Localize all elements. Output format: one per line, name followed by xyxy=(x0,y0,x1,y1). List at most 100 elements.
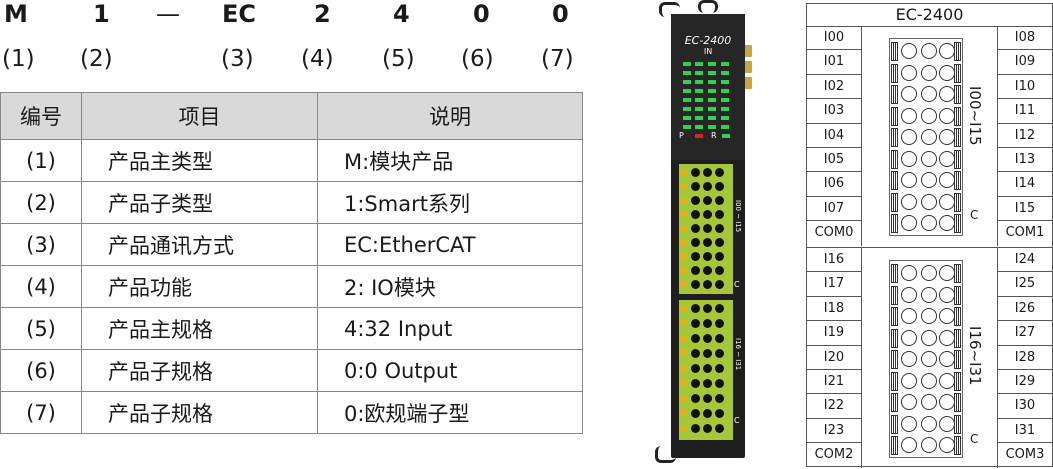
terminal-lever xyxy=(680,239,687,245)
terminal-label: I16 xyxy=(807,248,862,273)
status-led xyxy=(695,107,703,111)
terminal-lever-icon xyxy=(954,436,961,455)
code-char-function: 2 xyxy=(314,0,331,28)
terminal-lever-icon xyxy=(954,85,961,104)
terminal-lever-icon xyxy=(891,85,898,104)
terminal-lever xyxy=(680,305,687,311)
terminal-lever-icon xyxy=(891,307,898,326)
terminal-lever-icon xyxy=(891,436,898,455)
spec-table: 编号 项目 说明 (1) 产品主类型 M:模块产品 (2) 产品子类型 1:Sm… xyxy=(0,92,583,434)
terminal-hole-icon xyxy=(921,329,937,346)
terminal-label: I29 xyxy=(997,370,1052,395)
terminal-label: I02 xyxy=(807,74,862,100)
code-dash: — xyxy=(156,0,180,28)
status-led xyxy=(708,125,716,129)
row-desc: 0:欧规端子型 xyxy=(317,391,583,434)
terminal-hole xyxy=(715,238,724,247)
terminal-hole xyxy=(715,252,724,261)
status-led xyxy=(721,107,729,111)
terminal-hole-icon xyxy=(939,215,955,231)
terminal-hole-icon xyxy=(921,215,937,231)
terminal-hole-icon xyxy=(921,415,937,432)
terminal-hole-icon xyxy=(939,86,955,102)
terminal-hole xyxy=(691,409,700,418)
terminal-lever xyxy=(680,281,687,287)
terminal-hole-icon xyxy=(939,150,955,167)
status-led xyxy=(708,80,716,84)
status-led xyxy=(721,116,729,120)
terminal-hole-icon xyxy=(921,193,937,210)
row-item: 产品子规格 xyxy=(81,349,318,392)
status-led xyxy=(708,71,716,75)
status-led xyxy=(683,98,691,102)
spec-header-row: 编号 项目 说明 xyxy=(0,92,583,140)
header-number: 编号 xyxy=(0,92,82,140)
terminal-lever-icon xyxy=(891,171,898,190)
terminal-hole xyxy=(715,196,724,205)
table-row: (1) 产品主类型 M:模块产品 xyxy=(0,139,583,182)
code-num-2: (2) xyxy=(80,46,113,72)
terminal-label: I18 xyxy=(807,296,862,322)
status-led xyxy=(721,71,729,75)
terminal-block-1 xyxy=(679,164,733,294)
terminal-label: I22 xyxy=(807,394,862,419)
terminal-label: COM1 xyxy=(997,221,1052,246)
terminal-label: I06 xyxy=(807,172,862,197)
terminal-label: I28 xyxy=(997,345,1052,370)
terminal-hole xyxy=(703,196,712,205)
terminal-hole-icon xyxy=(939,308,955,324)
terminal-label: COM2 xyxy=(807,443,862,468)
row-desc: 0:0 Output xyxy=(317,349,583,392)
top-clip xyxy=(698,0,718,13)
terminal-hole-icon xyxy=(921,286,937,303)
terminal-hole-icon xyxy=(921,64,937,81)
terminal-hole xyxy=(715,280,724,289)
status-led xyxy=(683,80,691,84)
row-desc: 1:Smart系列 xyxy=(317,181,583,224)
terminal-hole-icon xyxy=(901,215,917,231)
terminal-label: I03 xyxy=(807,99,862,124)
terminal-lever-icon xyxy=(891,42,898,61)
top-c-label: C xyxy=(970,208,979,222)
wiring-title: EC-2400 xyxy=(807,4,1052,27)
status-led xyxy=(683,125,691,129)
terminal-hole xyxy=(703,224,712,233)
row-item: 产品通讯方式 xyxy=(81,223,318,266)
device-body: EC-2400 IN P R I00 ~ I15 C I16 ~ I31 C xyxy=(671,14,745,458)
status-led xyxy=(721,98,729,102)
terminal-hole xyxy=(703,252,712,261)
table-row: (4) 产品功能 2: IO模块 xyxy=(0,265,583,308)
terminal-hole-icon xyxy=(921,308,937,324)
terminal-lever xyxy=(680,395,687,401)
terminal-lever xyxy=(680,335,687,341)
terminal-hole xyxy=(703,304,712,313)
terminal-hole xyxy=(703,210,712,219)
terminal-lever xyxy=(680,380,687,386)
row-desc: M:模块产品 xyxy=(317,139,583,182)
terminal-lever-icon xyxy=(954,393,961,412)
terminal-hole xyxy=(715,424,724,433)
status-led xyxy=(708,107,716,111)
terminal-hole xyxy=(691,394,700,403)
terminal-lever xyxy=(680,365,687,371)
terminal-hole xyxy=(691,424,700,433)
terminal-lever-icon xyxy=(891,106,898,126)
terminal-lever-icon xyxy=(954,350,961,369)
terminal-hole-icon xyxy=(921,129,937,145)
terminal-block-drawing xyxy=(889,38,963,236)
terminal-label: I13 xyxy=(997,148,1052,173)
terminal-hole xyxy=(703,266,712,275)
terminal-hole xyxy=(703,349,712,358)
terminal-lever xyxy=(680,169,687,175)
status-led xyxy=(695,116,703,120)
terminal-hole xyxy=(703,364,712,373)
terminal-hole xyxy=(691,266,700,275)
terminal-lever-icon xyxy=(954,214,961,233)
table-row: (5) 产品主规格 4:32 Input xyxy=(0,307,583,350)
terminal-label: I12 xyxy=(997,123,1052,148)
terminal-hole-icon xyxy=(921,437,937,453)
terminal-label: I01 xyxy=(807,50,862,75)
status-led xyxy=(721,125,729,129)
code-num-7: (7) xyxy=(541,46,574,72)
code-num-6: (6) xyxy=(461,46,494,72)
